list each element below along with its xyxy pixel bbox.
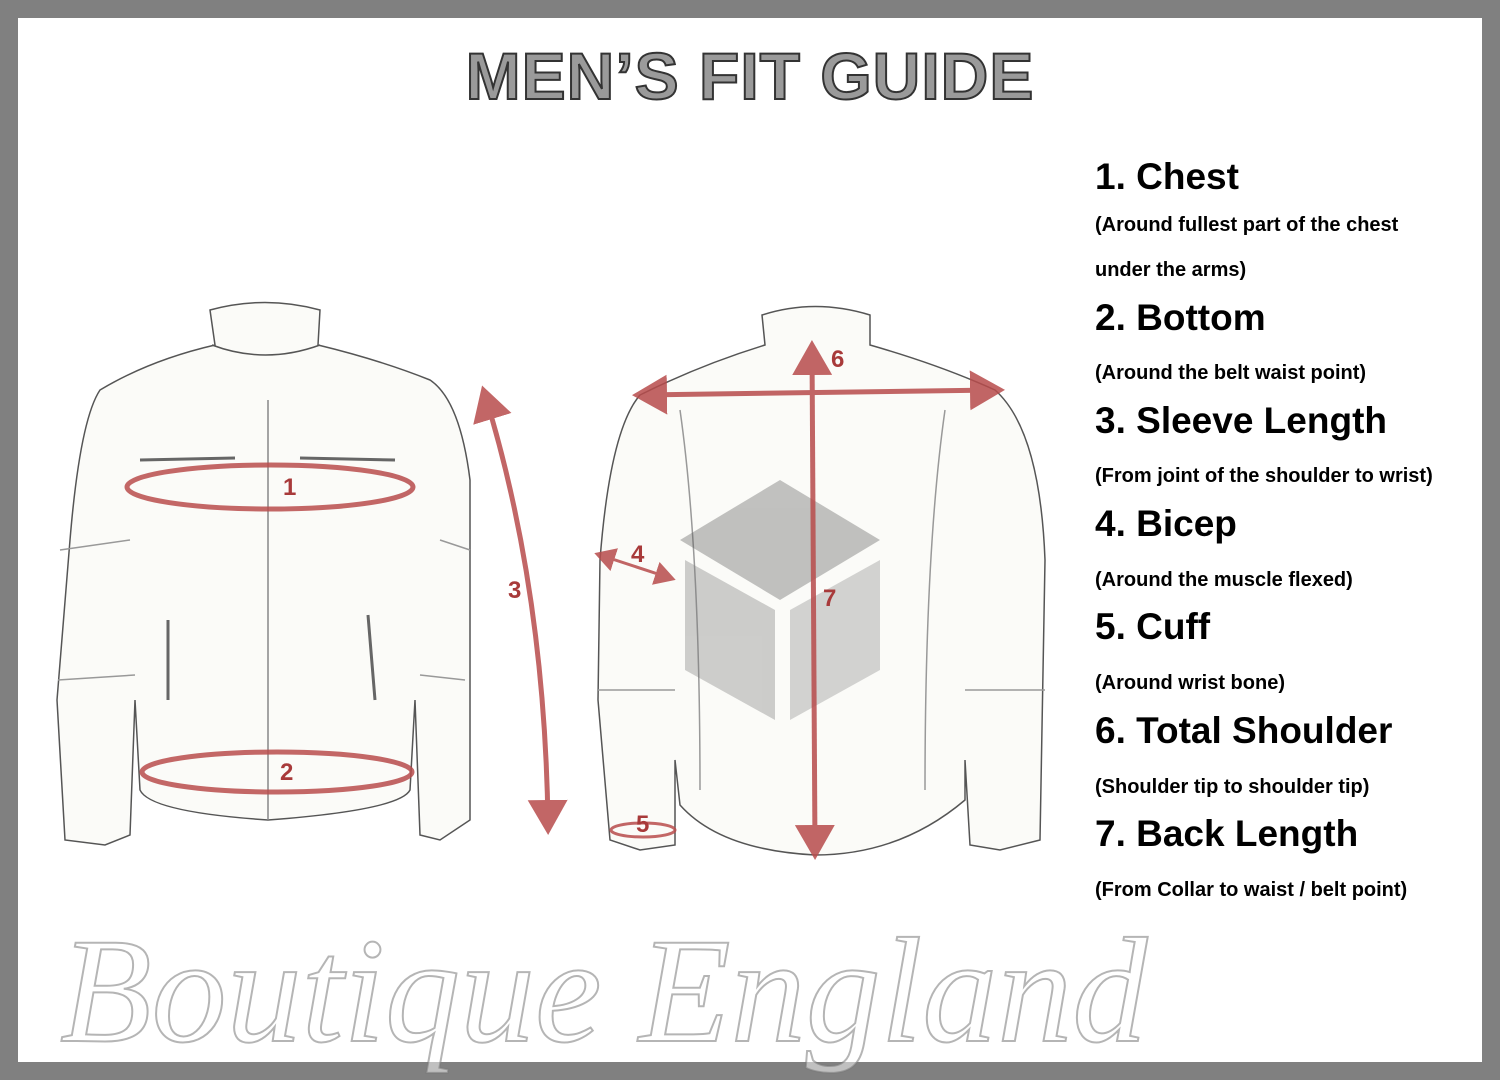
measurement-desc: under the arms): [1095, 259, 1247, 281]
marker-2: 2: [280, 759, 293, 786]
watermark-text: Boutique England: [59, 908, 1148, 1074]
marker-7: 7: [823, 585, 836, 612]
measurement-heading: 4. Bicep: [1095, 503, 1237, 544]
measurement-desc: (From Collar to waist / belt point): [1095, 879, 1408, 901]
sleeve-length-arrow: [473, 385, 568, 835]
measurement-desc: (From joint of the shoulder to wrist): [1095, 465, 1433, 487]
marker-4: 4: [631, 541, 645, 568]
chest-measure-ring: [124, 462, 416, 512]
measurement-desc: (Around wrist bone): [1095, 672, 1285, 694]
measurement-heading: 3. Sleeve Length: [1095, 400, 1387, 441]
measurement-heading: 5. Cuff: [1095, 606, 1211, 647]
measurement-heading: 1. Chest: [1095, 156, 1239, 197]
marker-5: 5: [636, 811, 649, 838]
measurement-heading: 6. Total Shoulder: [1095, 710, 1393, 751]
bottom-measure-ring: [139, 749, 415, 795]
measurement-desc: (Around fullest part of the chest: [1095, 214, 1399, 236]
marker-6: 6: [831, 346, 844, 373]
measurement-desc: (Around the belt waist point): [1095, 362, 1367, 384]
measurement-desc: (Shoulder tip to shoulder tip): [1095, 776, 1370, 798]
measurement-heading: 2. Bottom: [1095, 297, 1266, 338]
back-length-arrow: [792, 340, 835, 860]
measurement-heading: 7. Back Length: [1095, 813, 1359, 854]
measurement-desc: (Around the muscle flexed): [1095, 569, 1353, 591]
bicep-arrow: [594, 548, 676, 585]
page-title: MEN’S FIT GUIDE: [465, 38, 1035, 114]
marker-3: 3: [508, 577, 521, 604]
measurement-arrows: [124, 340, 1005, 860]
marker-1: 1: [283, 474, 296, 501]
front-jacket-illustration: [56, 301, 471, 846]
cuff-measure-ring: [609, 821, 677, 839]
